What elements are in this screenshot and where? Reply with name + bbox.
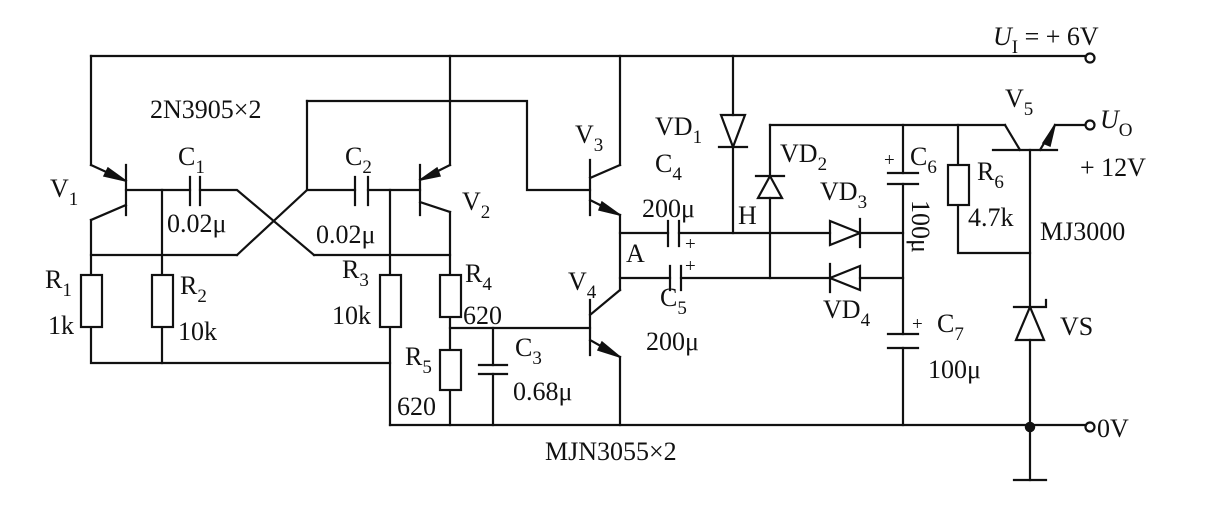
resistor-r6 <box>946 163 971 207</box>
output-terminal[interactable] <box>1084 119 1096 131</box>
c2-value: 0.02μ <box>316 220 375 249</box>
input-voltage-label: UI = + 6V <box>993 22 1099 58</box>
diode-vd3 <box>828 217 863 249</box>
input-terminal[interactable] <box>1084 52 1096 64</box>
transistor-v1 <box>89 163 128 222</box>
r1-label: R1 <box>45 265 72 301</box>
capacitor-c3 <box>477 363 509 376</box>
v5-type-label: MJ3000 <box>1040 217 1125 246</box>
c6-polarity: + <box>884 150 895 171</box>
c6-label: C6 <box>910 142 937 178</box>
resistor-r2 <box>150 273 175 329</box>
resistor-r5 <box>438 348 463 392</box>
r5-label: R5 <box>405 342 432 378</box>
c3-label: C3 <box>515 333 542 369</box>
node-a-label: A <box>626 239 645 268</box>
transistor-v3 <box>588 158 622 217</box>
resistor-r4 <box>438 273 463 319</box>
vs-label: VS <box>1060 312 1093 341</box>
transistor-v4 <box>588 288 622 359</box>
r2-label: R2 <box>180 271 207 307</box>
capacitor-c2 <box>353 175 370 207</box>
wires <box>89 54 1087 482</box>
r4-label: R4 <box>465 259 492 295</box>
r4-value: 620 <box>463 301 502 330</box>
vd2-label: VD2 <box>780 139 827 175</box>
r6-value: 4.7k <box>968 203 1014 232</box>
c1-value: 0.02μ <box>167 209 226 238</box>
capacitor-c7 <box>886 332 920 350</box>
v3-label: V3 <box>575 120 603 156</box>
r1-value: 1k <box>48 311 74 340</box>
v1-label: V1 <box>50 174 78 210</box>
v4-label: V4 <box>568 267 597 303</box>
diode-vd4 <box>827 262 862 294</box>
r5-value: 620 <box>397 392 436 421</box>
npn-pair-label: MJN3055×2 <box>545 437 677 466</box>
c4-value: 200μ <box>642 194 695 223</box>
capacitor-c6 <box>886 171 920 186</box>
c5-label: C5 <box>660 283 687 319</box>
transistor-v5 <box>991 123 1059 152</box>
c7-polarity: + <box>912 314 923 335</box>
c1-label: C1 <box>178 142 205 178</box>
c4-label: C4 <box>655 149 682 185</box>
r2-value: 10k <box>178 317 217 346</box>
ground-terminal[interactable] <box>1084 421 1096 433</box>
zener-vs <box>1012 298 1048 342</box>
capacitor-c4 <box>666 219 681 248</box>
pnp-pair-label: 2N3905×2 <box>150 95 261 124</box>
v5-label: V5 <box>1005 84 1033 120</box>
diode-vd1 <box>717 113 749 151</box>
vd1-label: VD1 <box>655 112 702 148</box>
ground-label: 0V <box>1097 414 1129 443</box>
c4-polarity: + <box>685 234 696 255</box>
r3-label: R3 <box>342 255 369 291</box>
diode-vd2 <box>754 173 786 200</box>
capacitor-c1 <box>188 175 202 207</box>
capacitor-c5 <box>668 264 683 292</box>
c3-value: 0.68μ <box>513 377 572 406</box>
c5-polarity: + <box>685 256 696 277</box>
c6-value: 100μ <box>906 200 935 253</box>
c7-label: C7 <box>937 309 964 345</box>
output-voltage-label: UO <box>1100 105 1133 141</box>
resistor-r1 <box>79 273 104 329</box>
r6-label: R6 <box>977 157 1004 193</box>
resistor-r3 <box>378 273 403 329</box>
node-h-label: H <box>738 201 757 230</box>
vd4-label: VD4 <box>823 295 871 331</box>
vd3-label: VD3 <box>820 177 867 213</box>
c5-value: 200μ <box>646 327 699 356</box>
v2-label: V2 <box>462 187 490 223</box>
c2-label: C2 <box>345 142 372 178</box>
c7-value: 100μ <box>928 355 981 384</box>
junction-dot <box>1024 421 1036 433</box>
transistor-v2 <box>418 163 452 217</box>
output-voltage-value: + 12V <box>1080 153 1146 182</box>
r3-value: 10k <box>332 301 371 330</box>
